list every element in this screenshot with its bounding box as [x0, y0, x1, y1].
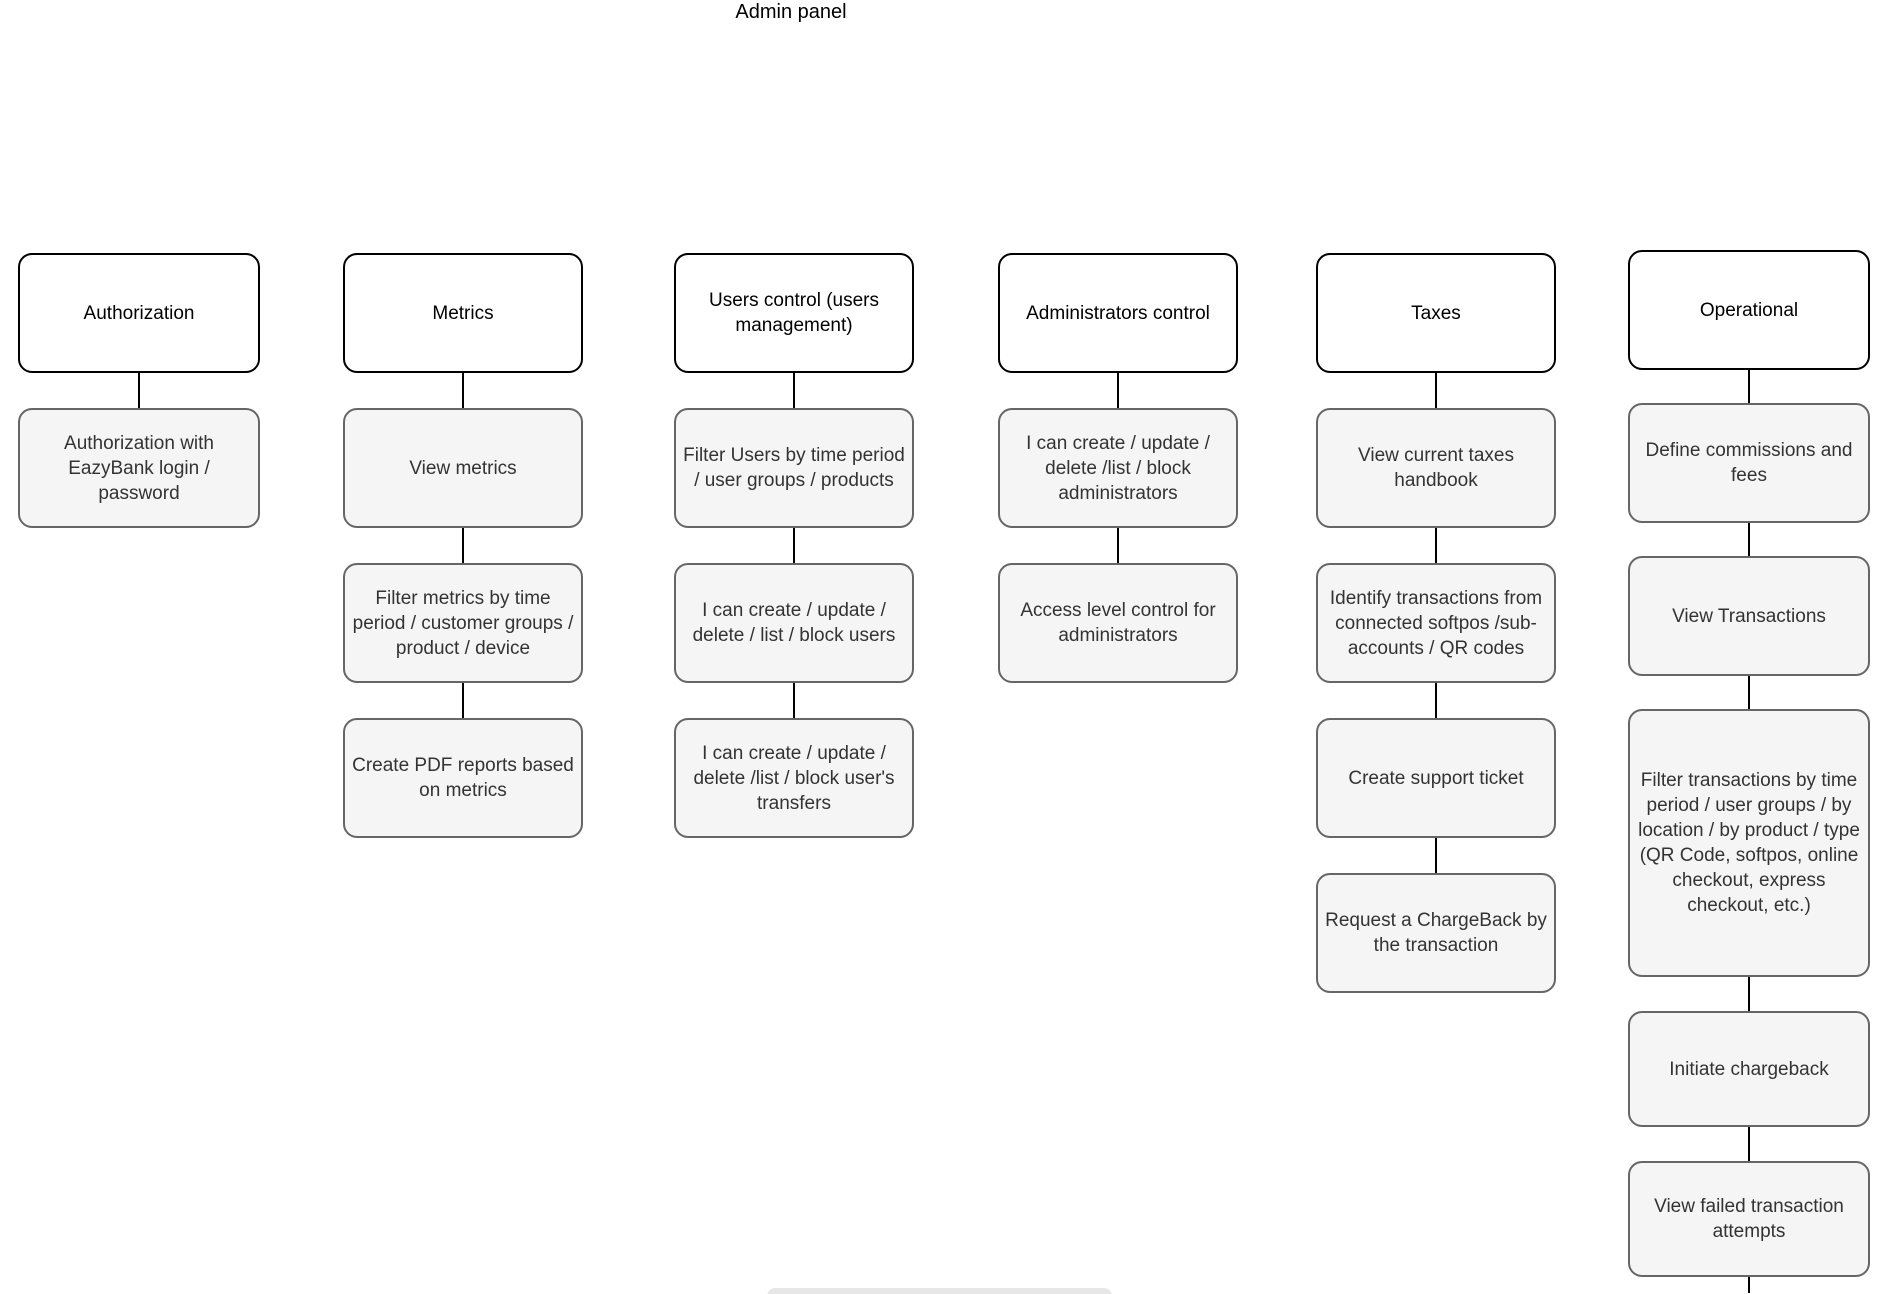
tree-node-crud-user-transfers: I can create / update / delete /list / b… [674, 718, 914, 838]
tree-node-view-taxes-handbook: View current taxes handbook [1316, 408, 1556, 528]
tree-node-create-pdf-reports: Create PDF reports based on metrics [343, 718, 583, 838]
connector-line [1748, 676, 1750, 709]
tree-node-crud-users: I can create / update / delete / list / … [674, 563, 914, 683]
connector-line [462, 373, 464, 408]
tree-node-access-level-control: Access level control for administrators [998, 563, 1238, 683]
connector-line [1435, 373, 1437, 408]
tree-node-filter-metrics: Filter metrics by time period / customer… [343, 563, 583, 683]
tree-node-view-metrics: View metrics [343, 408, 583, 528]
tree-node-view-failed-attempts: View failed transaction attempts [1628, 1161, 1870, 1277]
tree-node-request-chargeback: Request a ChargeBack by the transaction [1316, 873, 1556, 993]
diagram-title: Admin panel [735, 1, 847, 23]
connector-line [1748, 977, 1750, 1011]
tree-node-header-users-control: Users control (users management) [674, 253, 914, 373]
tree-node-create-support-ticket: Create support ticket [1316, 718, 1556, 838]
tree-node-view-transactions: View Transactions [1628, 556, 1870, 676]
connector-line [1748, 370, 1750, 403]
connector-line [1748, 1127, 1750, 1161]
connector-line [1435, 683, 1437, 718]
connector-line [1117, 528, 1119, 563]
tree-node-header-authorization: Authorization [18, 253, 260, 373]
connector-line [793, 683, 795, 718]
connector-line [1435, 528, 1437, 563]
connector-line [1748, 523, 1750, 556]
connector-line [793, 528, 795, 563]
tree-column-operational: Operational Define commissions and fees … [1628, 250, 1870, 1293]
tree-node-header-operational: Operational [1628, 250, 1870, 370]
connector-line [462, 683, 464, 718]
tree-node-header-metrics: Metrics [343, 253, 583, 373]
tree-node-header-taxes: Taxes [1316, 253, 1556, 373]
connector-line-cutoff [1748, 1277, 1750, 1293]
tree-column-administrators-control: Administrators control I can create / up… [998, 253, 1238, 683]
tree-node-filter-users: Filter Users by time period / user group… [674, 408, 914, 528]
tree-column-authorization: Authorization Authorization with EazyBan… [18, 253, 260, 528]
connector-line [462, 528, 464, 563]
tree-node-identify-transactions: Identify transactions from connected sof… [1316, 563, 1556, 683]
tree-node-crud-administrators: I can create / update / delete /list / b… [998, 408, 1238, 528]
connector-line [793, 373, 795, 408]
connector-line [138, 373, 140, 408]
cutoff-node-bottom [767, 1288, 1112, 1294]
tree-column-taxes: Taxes View current taxes handbook Identi… [1316, 253, 1556, 993]
tree-node-filter-transactions: Filter transactions by time period / use… [1628, 709, 1870, 977]
tree-node-authorization-login: Authorization with EazyBank login / pass… [18, 408, 260, 528]
tree-node-header-administrators-control: Administrators control [998, 253, 1238, 373]
tree-column-users-control: Users control (users management) Filter … [674, 253, 914, 838]
connector-line [1117, 373, 1119, 408]
tree-node-define-commissions: Define commissions and fees [1628, 403, 1870, 523]
tree-column-metrics: Metrics View metrics Filter metrics by t… [343, 253, 583, 838]
connector-line [1435, 838, 1437, 873]
tree-node-initiate-chargeback: Initiate chargeback [1628, 1011, 1870, 1127]
